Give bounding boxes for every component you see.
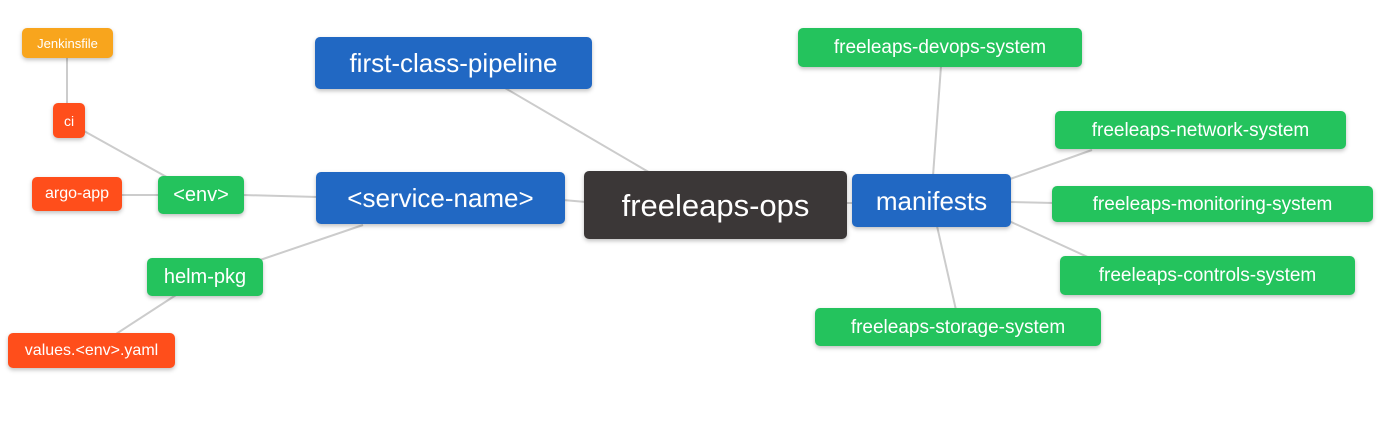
edge-service-name-freeleaps-ops [562, 199, 587, 203]
node-ci[interactable]: ci [53, 103, 85, 138]
node-manifests[interactable]: manifests [852, 174, 1011, 227]
edge-manifests-monitoring-system [1009, 201, 1055, 204]
node-freeleaps-network-system[interactable]: freeleaps-network-system [1055, 111, 1346, 149]
node-service-name[interactable]: <service-name> [316, 172, 565, 224]
node-values-env-yaml[interactable]: values.<env>.yaml [8, 333, 175, 368]
node-helm-pkg[interactable]: helm-pkg [147, 258, 263, 296]
node-freeleaps-monitoring-system[interactable]: freeleaps-monitoring-system [1052, 186, 1373, 222]
node-freeleaps-ops[interactable]: freeleaps-ops [584, 171, 847, 239]
node-freeleaps-storage-system[interactable]: freeleaps-storage-system [815, 308, 1101, 346]
edge-helm-pkg-values-env-yaml [115, 294, 177, 335]
edge-manifests-network-system [1009, 149, 1093, 180]
node-env[interactable]: <env> [158, 176, 244, 214]
edge-manifests-devops-system [932, 65, 942, 177]
node-freeleaps-devops-system[interactable]: freeleaps-devops-system [798, 28, 1082, 67]
node-freeleaps-controls-system[interactable]: freeleaps-controls-system [1060, 256, 1355, 295]
edge-manifests-storage-system [936, 225, 957, 311]
edge-ci-env [83, 130, 173, 181]
node-jenkinsfile[interactable]: Jenkinsfile [22, 28, 113, 58]
node-first-class-pipeline[interactable]: first-class-pipeline [315, 37, 592, 89]
edge-manifests-controls-system [1008, 220, 1093, 260]
edge-service-name-helm-pkg [259, 224, 364, 261]
edge-env-service-name [242, 194, 319, 198]
node-argo-app[interactable]: argo-app [32, 177, 122, 211]
edge-first-class-pipeline-freeleaps-ops [504, 87, 653, 175]
